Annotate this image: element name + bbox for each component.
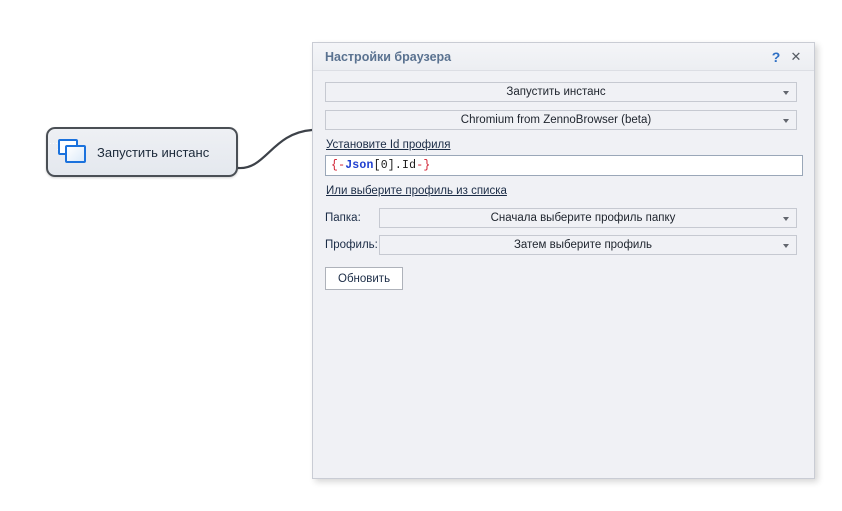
chevron-down-icon bbox=[783, 91, 789, 95]
profile-combo[interactable]: Затем выберите профиль bbox=[379, 235, 797, 255]
refresh-button[interactable]: Обновить bbox=[325, 267, 404, 290]
folder-combo-value: Сначала выберите профиль папку bbox=[490, 212, 676, 224]
browser-combo-value: Chromium from ZennoBrowser (beta) bbox=[460, 114, 652, 126]
choose-from-list-label[interactable]: Или выберите профиль из списка bbox=[326, 185, 507, 197]
browser-settings-dialog: Настройки браузера ? ✕ Запустить инстанс… bbox=[312, 42, 815, 479]
browser-combo[interactable]: Chromium from ZennoBrowser (beta) bbox=[325, 110, 797, 130]
help-icon[interactable]: ? bbox=[771, 48, 781, 65]
action-combo[interactable]: Запустить инстанс bbox=[325, 82, 797, 102]
profile-combo-value: Затем выберите профиль bbox=[513, 239, 653, 251]
chevron-down-icon bbox=[783, 244, 789, 248]
folder-combo[interactable]: Сначала выберите профиль папку bbox=[379, 208, 797, 228]
flow-node-launch-instance[interactable]: Запустить инстанс bbox=[46, 127, 238, 177]
dialog-title: Настройки браузера bbox=[325, 49, 452, 64]
browser-windows-icon bbox=[49, 139, 88, 165]
macro-prop: .Id bbox=[394, 159, 417, 172]
close-icon[interactable]: ✕ bbox=[790, 49, 802, 64]
macro-name: Json bbox=[345, 159, 374, 172]
chevron-down-icon bbox=[783, 119, 789, 123]
dialog-body: Запустить инстанс Chromium from ZennoBro… bbox=[313, 71, 814, 290]
chevron-down-icon bbox=[783, 217, 789, 221]
macro-open: {- bbox=[331, 159, 346, 172]
profile-row: Профиль: Затем выберите профиль bbox=[325, 235, 803, 255]
profile-label: Профиль: bbox=[325, 239, 378, 251]
macro-index: [0] bbox=[373, 159, 395, 172]
action-combo-value: Запустить инстанс bbox=[506, 86, 606, 98]
folder-label: Папка: bbox=[325, 212, 361, 224]
macro-close: -} bbox=[416, 159, 431, 172]
profile-id-label[interactable]: Установите Id профиля bbox=[326, 139, 451, 151]
flow-node-label: Запустить инстанс bbox=[97, 144, 210, 160]
profile-id-input[interactable]: {-Json[0].Id-} bbox=[325, 155, 803, 176]
dialog-titlebar[interactable]: Настройки браузера ? ✕ bbox=[313, 43, 814, 71]
folder-row: Папка: Сначала выберите профиль папку bbox=[325, 208, 803, 228]
